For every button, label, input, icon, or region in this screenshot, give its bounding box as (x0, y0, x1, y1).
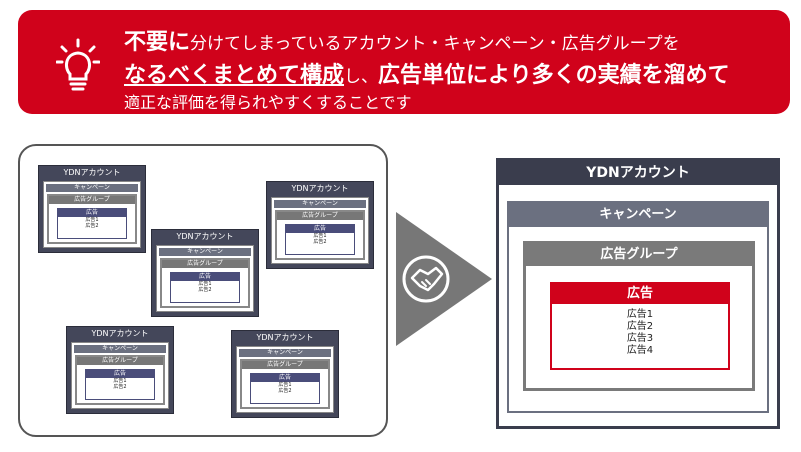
mini-group-title: 広告グループ (277, 212, 363, 220)
mini-ad-item: 広告1 (313, 233, 327, 239)
mini-account-card: YDNアカウント キャンペーン 広告グループ 広告 広告1 広告2 (231, 330, 339, 418)
mini-campaign-title: キャンペーン (239, 349, 331, 357)
consolidation-arrow (396, 212, 492, 346)
mini-ad-box: 広告 広告1 広告2 (170, 272, 240, 303)
mini-campaign-box: キャンペーン 広告グループ 広告 広告1 広告2 (271, 197, 369, 264)
message-banner: 不要に分けてしまっているアカウント・キャンペーン・広告グループを なるべくまとめ… (18, 10, 790, 114)
mini-group-title: 広告グループ (77, 357, 163, 365)
mini-group-title: 広告グループ (49, 196, 135, 204)
mini-campaign-box: キャンペーン 広告グループ 広告 広告1 広告2 (156, 245, 254, 312)
mini-group-box: 広告グループ 広告 広告1 広告2 (275, 210, 365, 260)
mini-ad-item: 広告1 (198, 281, 212, 287)
banner-line2-bold: 広告単位により多くの実績を溜めて (378, 63, 730, 88)
banner-line1-bold: 不要に (124, 30, 191, 55)
mini-account-card: YDNアカウント キャンペーン 広告グループ 広告 広告1 広告2 (266, 181, 374, 269)
mini-group-title: 広告グループ (242, 361, 328, 369)
lightbulb-icon (56, 38, 100, 91)
mini-ad-box: 広告 広告1 広告2 (57, 208, 127, 239)
ad-item: 広告3 (626, 333, 654, 344)
mini-account-title: YDNアカウント (256, 333, 314, 342)
mini-ad-item: 広告2 (313, 239, 327, 245)
mini-campaign-title: キャンペーン (274, 200, 366, 208)
mini-group-title: 広告グループ (162, 260, 248, 268)
mini-account-card: YDNアカウント キャンペーン 広告グループ 広告 広告1 広告2 (151, 229, 259, 317)
mini-ad-box: 広告 広告1 広告2 (250, 373, 320, 404)
mini-group-box: 広告グループ 広告 広告1 広告2 (240, 359, 330, 409)
mini-ad-item: 広告2 (198, 287, 212, 293)
mini-ad-item: 広告2 (85, 223, 99, 229)
ad-title: 広告 (552, 284, 728, 304)
mini-ad-item: 広告1 (85, 217, 99, 223)
mini-ad-title: 広告 (251, 374, 319, 382)
mini-ad-title: 広告 (58, 209, 126, 217)
mini-account-title: YDNアカウント (91, 329, 149, 338)
ad-item: 広告4 (626, 345, 654, 356)
ad-group-title: 広告グループ (526, 244, 752, 266)
mini-ad-title: 広告 (86, 370, 154, 378)
mini-group-box: 広告グループ 広告 広告1 広告2 (75, 355, 165, 405)
ad-item: 広告1 (626, 309, 654, 320)
banner-line-2: なるべくまとめて構成し、広告単位により多くの実績を溜めて (124, 57, 730, 89)
campaign-box: キャンペーン 広告グループ 広告 広告1 広告2 広告3 広告4 (507, 201, 769, 413)
mini-ad-item: 広告2 (113, 384, 127, 390)
ad-item: 広告2 (626, 321, 654, 332)
mini-campaign-title: キャンペーン (46, 184, 138, 192)
mini-campaign-title: キャンペーン (74, 345, 166, 353)
mini-account-title: YDNアカウント (63, 168, 121, 177)
mini-ad-item: 広告1 (278, 382, 292, 388)
mini-group-box: 広告グループ 広告 広告1 広告2 (160, 258, 250, 308)
mini-campaign-box: キャンペーン 広告グループ 広告 広告1 広告2 (236, 346, 334, 413)
ad-group-box: 広告グループ 広告 広告1 広告2 広告3 広告4 (523, 241, 755, 391)
mini-ad-title: 広告 (286, 225, 354, 233)
mini-ad-box: 広告 広告1 広告2 (285, 224, 355, 255)
mini-ad-item: 広告1 (113, 378, 127, 384)
handshake-icon (402, 255, 450, 303)
banner-line2-underline: なるべくまとめて構成 (124, 63, 345, 88)
mini-account-card: YDNアカウント キャンペーン 広告グループ 広告 広告1 広告2 (66, 326, 174, 414)
mini-campaign-box: キャンペーン 広告グループ 広告 広告1 広告2 (43, 181, 141, 248)
banner-line-3: 適正な評価を得られやすくすることです (124, 93, 412, 112)
mini-ad-title: 広告 (171, 273, 239, 281)
campaign-title: キャンペーン (509, 203, 767, 227)
mini-account-title: YDNアカウント (176, 232, 234, 241)
mini-account-card: YDNアカウント キャンペーン 広告グループ 広告 広告1 広告2 (38, 165, 146, 253)
mini-group-box: 広告グループ 広告 広告1 広告2 (47, 194, 137, 244)
ad-box: 広告 広告1 広告2 広告3 広告4 (550, 282, 730, 370)
mini-ad-item: 広告2 (278, 388, 292, 394)
mini-ad-box: 広告 広告1 広告2 (85, 369, 155, 400)
mini-campaign-box: キャンペーン 広告グループ 広告 広告1 広告2 (71, 342, 169, 409)
mini-account-title: YDNアカウント (291, 184, 349, 193)
mini-campaign-title: キャンペーン (159, 248, 251, 256)
banner-line2-mid: し、 (344, 67, 379, 87)
consolidated-account: YDNアカウント キャンペーン 広告グループ 広告 広告1 広告2 広告3 広告… (496, 158, 780, 429)
account-title: YDNアカウント (499, 161, 777, 185)
banner-line1-rest: 分けてしまっているアカウント・キャンペーン・広告グループを (190, 34, 680, 54)
banner-line-1: 不要に分けてしまっているアカウント・キャンペーン・広告グループを (124, 24, 680, 56)
